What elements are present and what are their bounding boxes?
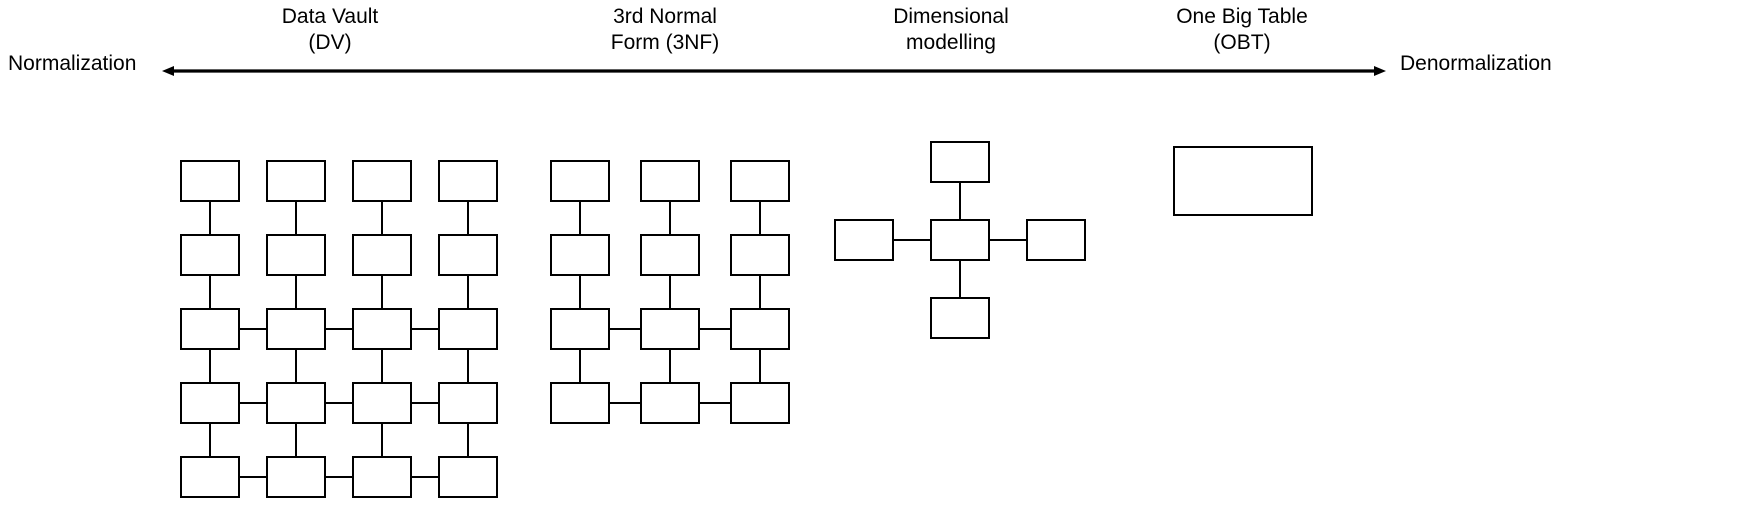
third-normal-form-grid-vlink-c1-r2 — [668, 276, 672, 308]
third-normal-form-grid-vlink-c2-r3 — [758, 350, 762, 382]
data-vault-grid-hlink-r3-c1 — [326, 401, 352, 405]
data-vault-grid-hlink-r3-c0 — [240, 401, 266, 405]
data-vault-grid-node-r0-c2[interactable] — [352, 160, 412, 202]
data-vault-grid-vlink-c2-r4 — [380, 424, 384, 456]
third-normal-form-grid-node-r1-c2[interactable] — [730, 234, 790, 276]
dimensional-star-satellite-top[interactable] — [930, 141, 990, 183]
third-normal-form-grid-node-r3-c2[interactable] — [730, 382, 790, 424]
third-normal-form-grid-node-r2-c1[interactable] — [640, 308, 700, 350]
data-vault-grid-vlink-c1-r1 — [294, 202, 298, 234]
data-vault-grid-node-r4-c1[interactable] — [266, 456, 326, 498]
data-vault-grid-hlink-r2-c2 — [412, 327, 438, 331]
data-vault-grid-vlink-c3-r3 — [466, 350, 470, 382]
data-vault-grid-vlink-c1-r4 — [294, 424, 298, 456]
data-vault-grid-node-r2-c0[interactable] — [180, 308, 240, 350]
data-vault-grid-hlink-r2-c1 — [326, 327, 352, 331]
stage-label-line2: modelling — [906, 31, 996, 54]
dimensional-star-fact-table[interactable] — [930, 219, 990, 261]
stage-label-line1: One Big Table — [1176, 5, 1308, 28]
data-vault-grid-vlink-c2-r2 — [380, 276, 384, 308]
data-vault-grid-hlink-r2-c0 — [240, 327, 266, 331]
dimensional-star-satellite-left[interactable] — [834, 219, 894, 261]
data-vault-grid-node-r0-c1[interactable] — [266, 160, 326, 202]
dimensional-star-link-left — [894, 238, 930, 242]
data-vault-grid-hlink-r3-c2 — [412, 401, 438, 405]
data-vault-grid-hlink-r4-c0 — [240, 475, 266, 479]
third-normal-form-grid-hlink-r3-c0 — [610, 401, 640, 405]
data-vault-grid-node-r1-c2[interactable] — [352, 234, 412, 276]
dimensional-star-satellite-right[interactable] — [1026, 219, 1086, 261]
data-vault-grid-node-r2-c2[interactable] — [352, 308, 412, 350]
data-vault-grid-vlink-c3-r1 — [466, 202, 470, 234]
dimensional-star-link-bottom — [958, 261, 962, 297]
third-normal-form-grid-node-r1-c1[interactable] — [640, 234, 700, 276]
data-vault-grid-node-r3-c3[interactable] — [438, 382, 498, 424]
data-vault-grid-node-r0-c0[interactable] — [180, 160, 240, 202]
third-normal-form-grid-hlink-r2-c1 — [700, 327, 730, 331]
data-vault-grid-vlink-c0-r4 — [208, 424, 212, 456]
stage-label-line2: Form (3NF) — [610, 31, 720, 54]
dimensional-star-link-top — [958, 183, 962, 219]
data-vault-grid-hlink-r4-c1 — [326, 475, 352, 479]
data-vault-grid-node-r1-c3[interactable] — [438, 234, 498, 276]
third-normal-form-grid-node-r2-c0[interactable] — [550, 308, 610, 350]
stage-label-dimensional: Dimensional modelling — [893, 4, 1009, 56]
third-normal-form-grid-vlink-c1-r3 — [668, 350, 672, 382]
third-normal-form-grid-vlink-c0-r2 — [578, 276, 582, 308]
data-vault-grid-node-r4-c0[interactable] — [180, 456, 240, 498]
data-vault-grid-node-r3-c0[interactable] — [180, 382, 240, 424]
data-vault-grid-vlink-c3-r4 — [466, 424, 470, 456]
data-vault-grid-node-r3-c2[interactable] — [352, 382, 412, 424]
data-vault-grid-node-r2-c3[interactable] — [438, 308, 498, 350]
third-normal-form-grid-node-r3-c1[interactable] — [640, 382, 700, 424]
third-normal-form-grid-hlink-r2-c0 — [610, 327, 640, 331]
third-normal-form-grid-vlink-c2-r2 — [758, 276, 762, 308]
third-normal-form-grid-node-r2-c2[interactable] — [730, 308, 790, 350]
stage-label-line2: (OBT) — [1213, 31, 1271, 54]
third-normal-form-grid-vlink-c0-r1 — [578, 202, 582, 234]
data-vault-grid-node-r1-c0[interactable] — [180, 234, 240, 276]
dimensional-star-link-right — [990, 238, 1026, 242]
third-normal-form-grid-hlink-r3-c1 — [700, 401, 730, 405]
data-vault-grid-vlink-c0-r3 — [208, 350, 212, 382]
stage-label-line2: (DV) — [308, 31, 352, 54]
data-vault-grid-node-r2-c1[interactable] — [266, 308, 326, 350]
third-normal-form-grid-vlink-c1-r1 — [668, 202, 672, 234]
stage-label-line1: Data Vault — [281, 5, 379, 28]
stage-label-data-vault: Data Vault (DV) — [282, 4, 379, 56]
normalization-axis-arrow — [162, 66, 1386, 76]
data-vault-grid-vlink-c1-r3 — [294, 350, 298, 382]
data-vault-grid-node-r3-c1[interactable] — [266, 382, 326, 424]
data-vault-grid-node-r0-c3[interactable] — [438, 160, 498, 202]
data-vault-grid-node-r1-c1[interactable] — [266, 234, 326, 276]
data-vault-grid-node-r4-c2[interactable] — [352, 456, 412, 498]
data-vault-grid-vlink-c0-r2 — [208, 276, 212, 308]
one-big-table-box-node[interactable] — [1173, 146, 1313, 216]
data-vault-grid-hlink-r4-c2 — [412, 475, 438, 479]
third-normal-form-grid-node-r1-c0[interactable] — [550, 234, 610, 276]
data-vault-grid-vlink-c0-r1 — [208, 202, 212, 234]
third-normal-form-grid-vlink-c0-r3 — [578, 350, 582, 382]
axis-label-normalization: Normalization — [8, 52, 137, 75]
data-vault-grid-vlink-c2-r3 — [380, 350, 384, 382]
third-normal-form-grid-node-r0-c0[interactable] — [550, 160, 610, 202]
data-vault-grid-vlink-c1-r2 — [294, 276, 298, 308]
third-normal-form-grid-node-r0-c1[interactable] — [640, 160, 700, 202]
dimensional-star-satellite-bottom[interactable] — [930, 297, 990, 339]
stage-label-one-big-table: One Big Table (OBT) — [1176, 4, 1308, 56]
third-normal-form-grid-node-r0-c2[interactable] — [730, 160, 790, 202]
third-normal-form-grid-node-r3-c0[interactable] — [550, 382, 610, 424]
stage-label-line1: 3rd Normal — [613, 5, 717, 28]
data-vault-grid-vlink-c2-r1 — [380, 202, 384, 234]
third-normal-form-grid-vlink-c2-r1 — [758, 202, 762, 234]
axis-label-denormalization: Denormalization — [1400, 52, 1552, 75]
stage-label-line1: Dimensional — [893, 5, 1009, 28]
data-vault-grid-node-r4-c3[interactable] — [438, 456, 498, 498]
data-vault-grid-vlink-c3-r2 — [466, 276, 470, 308]
